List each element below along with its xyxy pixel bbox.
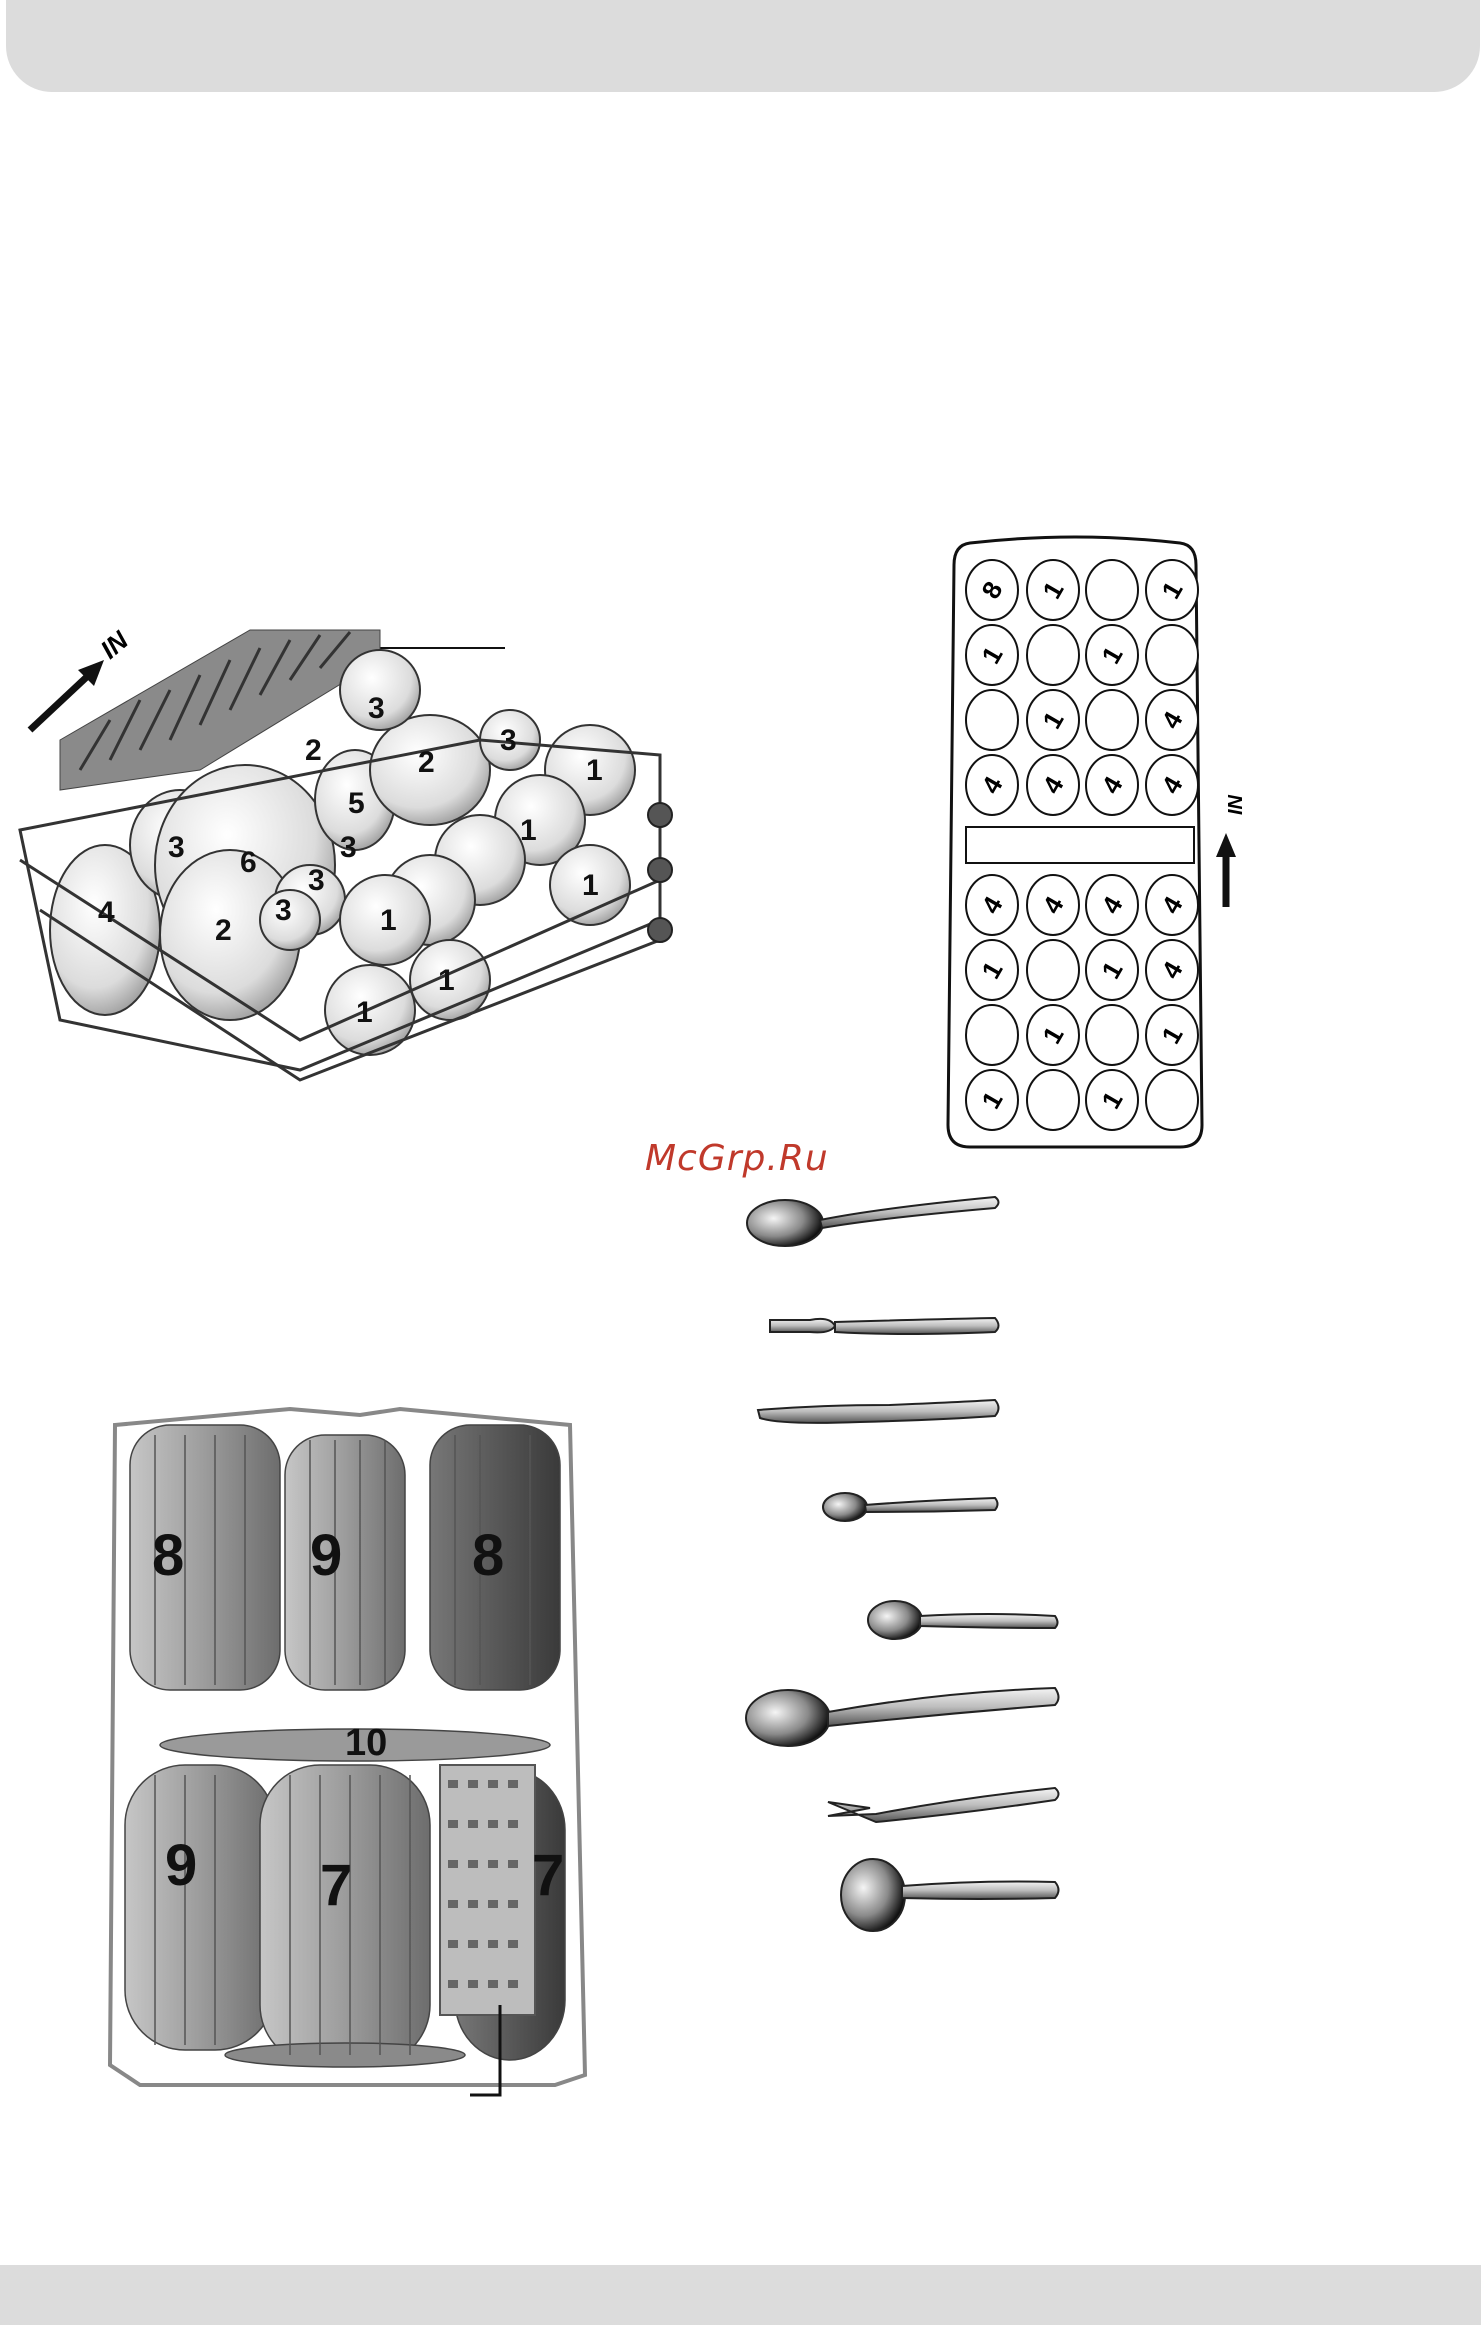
direction-label: IN [95, 624, 135, 664]
item-number: 5 [348, 787, 365, 820]
item-number: 3 [168, 831, 185, 864]
item-number: 6 [240, 846, 257, 879]
item-number: 1 [438, 964, 455, 997]
item-number: 1 [582, 869, 599, 902]
dessert-spoon-icon [868, 1601, 1058, 1639]
item-number: 8 [472, 1523, 504, 1588]
lower-basket-illustration: 8 9 8 10 9 7 7 [100, 1395, 600, 2115]
item-number: 2 [215, 914, 232, 947]
item-number: 1 [356, 996, 373, 1029]
cutlery-slot [1146, 1070, 1198, 1130]
cutlery-slot [1146, 625, 1198, 685]
item-number: 8 [152, 1523, 184, 1588]
soup-spoon-icon [747, 1197, 999, 1246]
item-number: 10 [345, 1722, 387, 1764]
item-number: 3 [275, 894, 292, 927]
cutlery-slot [1027, 940, 1079, 1000]
item-number: 7 [320, 1853, 352, 1918]
lower-cutlery-basket [440, 1765, 535, 2015]
item-number: 2 [418, 746, 435, 779]
cutlery-slot [1086, 560, 1138, 620]
basket-divider [966, 827, 1194, 863]
direction-arrow-icon [30, 660, 104, 730]
watermark-text: McGrp.Ru [645, 1138, 829, 1179]
item-number: 9 [310, 1523, 342, 1588]
item-number: 4 [98, 896, 115, 929]
cutlery-slot [1086, 1005, 1138, 1065]
cutlery-slot [1027, 625, 1079, 685]
item-number: 2 [305, 734, 322, 767]
item-number: 1 [586, 754, 603, 787]
upper-basket-illustration: IN [0, 600, 700, 1120]
direction-arrow-icon [1216, 833, 1236, 907]
item-number: 7 [532, 1843, 564, 1908]
item-number: 3 [368, 692, 385, 725]
item-number: 3 [340, 831, 357, 864]
dinner-knife-icon [758, 1400, 999, 1423]
direction-label: IN [1225, 794, 1247, 815]
item-number: 3 [500, 724, 517, 757]
header-bar [6, 0, 1480, 92]
cutlery-slot [1086, 690, 1138, 750]
rack-wheels [648, 803, 672, 942]
footer-bar [0, 2265, 1481, 2325]
cutlery-items [740, 1180, 1080, 1940]
item-number: 1 [380, 904, 397, 937]
item-number: 9 [165, 1833, 197, 1898]
gravy-ladle-icon [841, 1859, 1059, 1931]
tea-spoon-icon [823, 1493, 998, 1521]
cutlery-slot [966, 1005, 1018, 1065]
cutlery-slot [966, 690, 1018, 750]
item-number: 3 [308, 864, 325, 897]
dinner-fork-icon [770, 1318, 999, 1334]
cutlery-slot [1027, 1070, 1079, 1130]
item-number: 1 [520, 814, 537, 847]
serving-fork-icon [828, 1788, 1059, 1822]
serving-spoon-icon [746, 1688, 1059, 1746]
